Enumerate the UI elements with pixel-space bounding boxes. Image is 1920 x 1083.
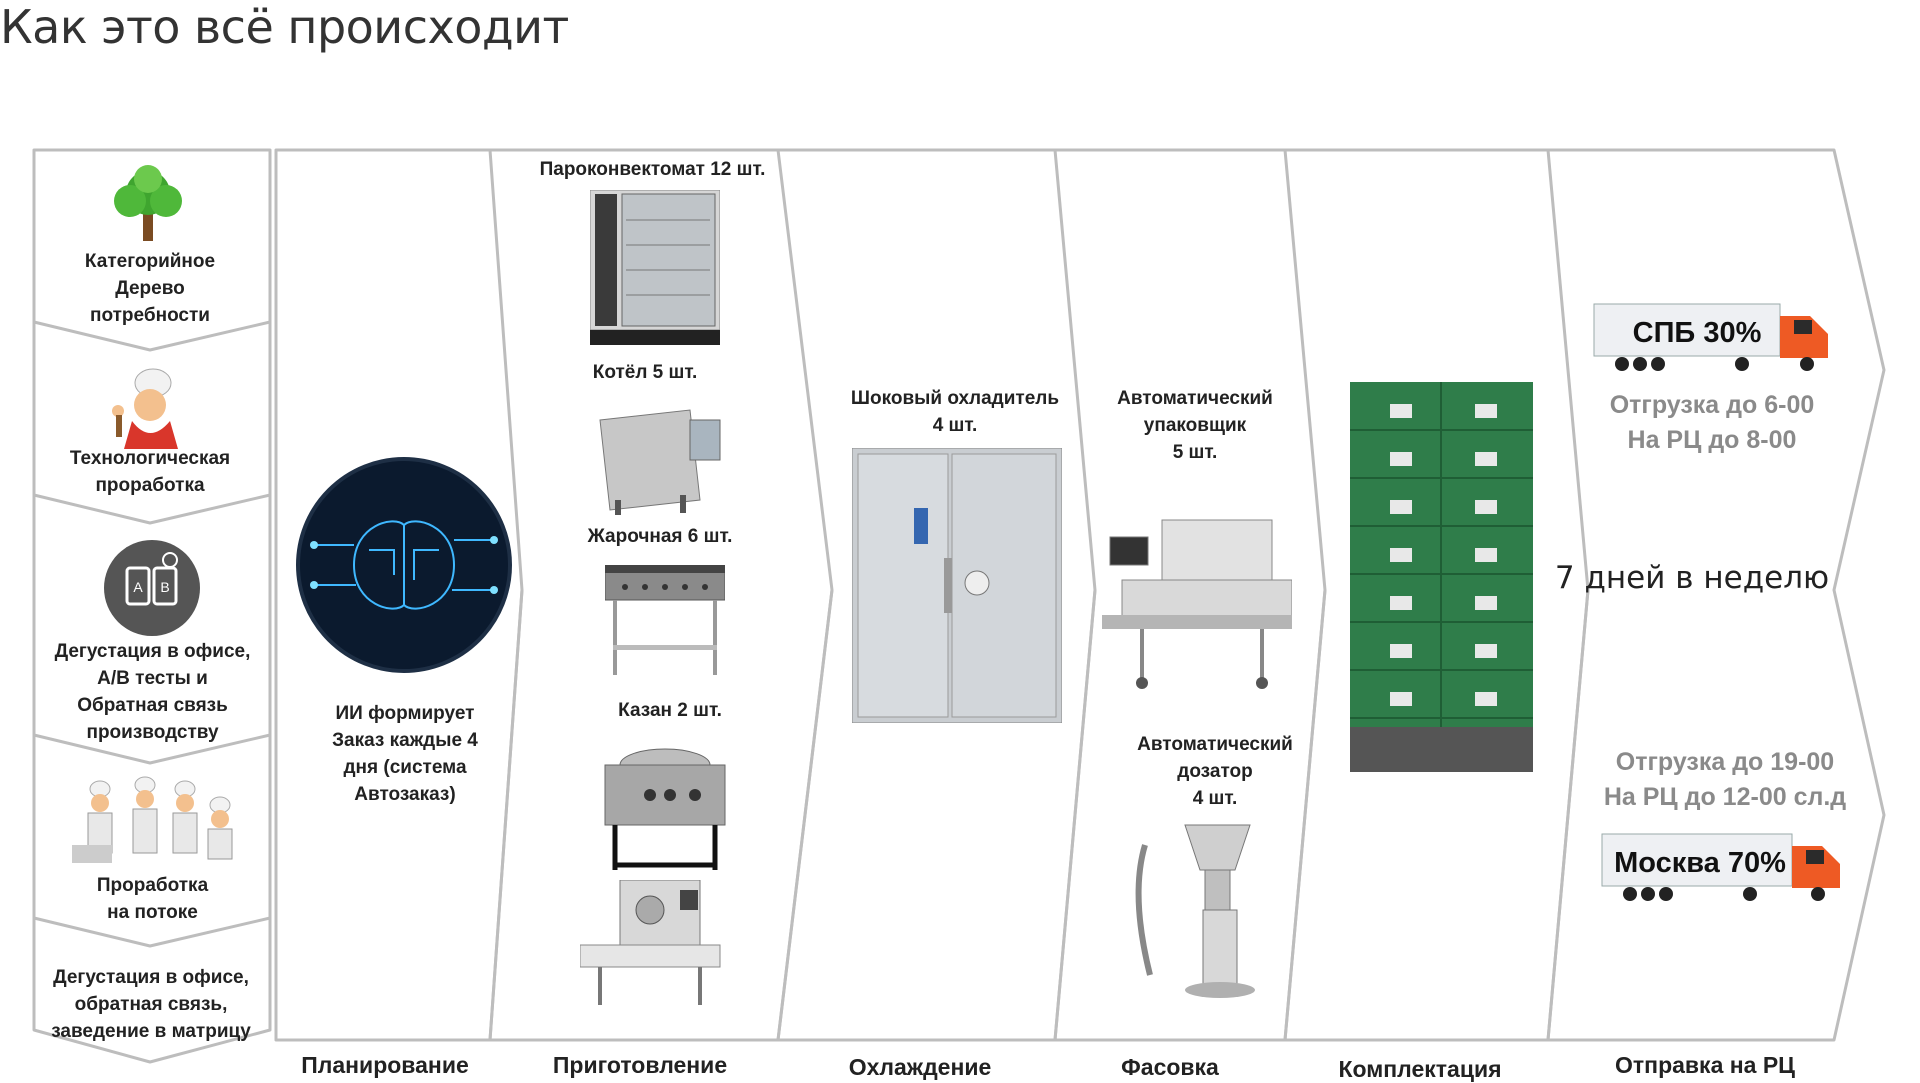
ab-letter-a: A xyxy=(133,579,143,595)
left-item-tasting: Дегустация в офисе, А/В тесты и Обратная… xyxy=(54,641,251,743)
stage-cooling: Охлаждение xyxy=(848,1054,992,1080)
kazan-icon xyxy=(604,748,726,870)
stage-packing: Фасовка xyxy=(1121,1054,1219,1080)
cooking-label-combi-oven: Пароконвектомат 12 шт. xyxy=(539,159,766,180)
tree-icon xyxy=(114,165,182,241)
chef-icon xyxy=(112,368,178,449)
packing-label-packer: Автоматический упаковщик 5 шт. xyxy=(1117,388,1273,463)
griddle-icon xyxy=(605,565,725,675)
stage-assembly: Комплектация xyxy=(1338,1056,1502,1082)
truck-label-spb: СПБ 30% xyxy=(1633,317,1762,349)
ab-letter-b: B xyxy=(160,579,169,595)
stage-cooking: Приготовление xyxy=(552,1052,728,1078)
pallet-crates-icon xyxy=(1350,382,1533,772)
chefs-group-icon xyxy=(72,776,233,863)
combi-oven-icon xyxy=(590,190,720,345)
cooking-label-kettle: Котёл 5 шт. xyxy=(592,362,698,383)
left-item-matrix: Дегустация в офисе, обратная связь, заве… xyxy=(51,967,251,1042)
moscow-schedule: Отгрузка до 19-00 На РЦ до 12-00 сл.д xyxy=(1603,748,1847,811)
truck-icon-spb: СПБ 30% xyxy=(1593,303,1828,371)
dumpling-machine-icon xyxy=(580,880,721,1005)
page-title: Как это всё происходит xyxy=(0,0,569,54)
left-item-category-tree: Категорийное Дерево потребности xyxy=(84,251,216,326)
kettle-icon xyxy=(599,409,721,515)
packing-label-doser: Автоматический дозатор 4 шт. xyxy=(1137,734,1293,809)
stage-shipping: Отправка на РЦ xyxy=(1615,1052,1795,1078)
left-item-technology: Технологическая проработка xyxy=(69,448,231,496)
planning-text: ИИ формирует Заказ каждые 4 дня (система… xyxy=(332,703,478,805)
blast-chiller-icon xyxy=(852,448,1062,723)
cooling-label: Шоковый охладитель 4 шт. xyxy=(850,388,1060,436)
cooking-label-kazan: Казан 2 шт. xyxy=(618,700,722,721)
truck-icon-moscow: Москва 70% xyxy=(1601,833,1840,901)
packing-machine-icon xyxy=(1102,519,1292,689)
stage-planning: Планирование xyxy=(301,1052,469,1078)
spb-schedule: Отгрузка до 6-00 На РЦ до 8-00 xyxy=(1609,391,1815,454)
truck-label-moscow: Москва 70% xyxy=(1614,847,1786,879)
ab-test-icon: A B xyxy=(104,540,200,636)
dosing-machine-icon xyxy=(1135,824,1255,998)
ai-brain-icon xyxy=(296,457,512,673)
left-item-production: Проработка на потоке xyxy=(96,875,209,923)
cooking-label-griddle: Жарочная 6 шт. xyxy=(587,526,733,547)
week-schedule: 7 дней в неделю xyxy=(1554,560,1830,596)
